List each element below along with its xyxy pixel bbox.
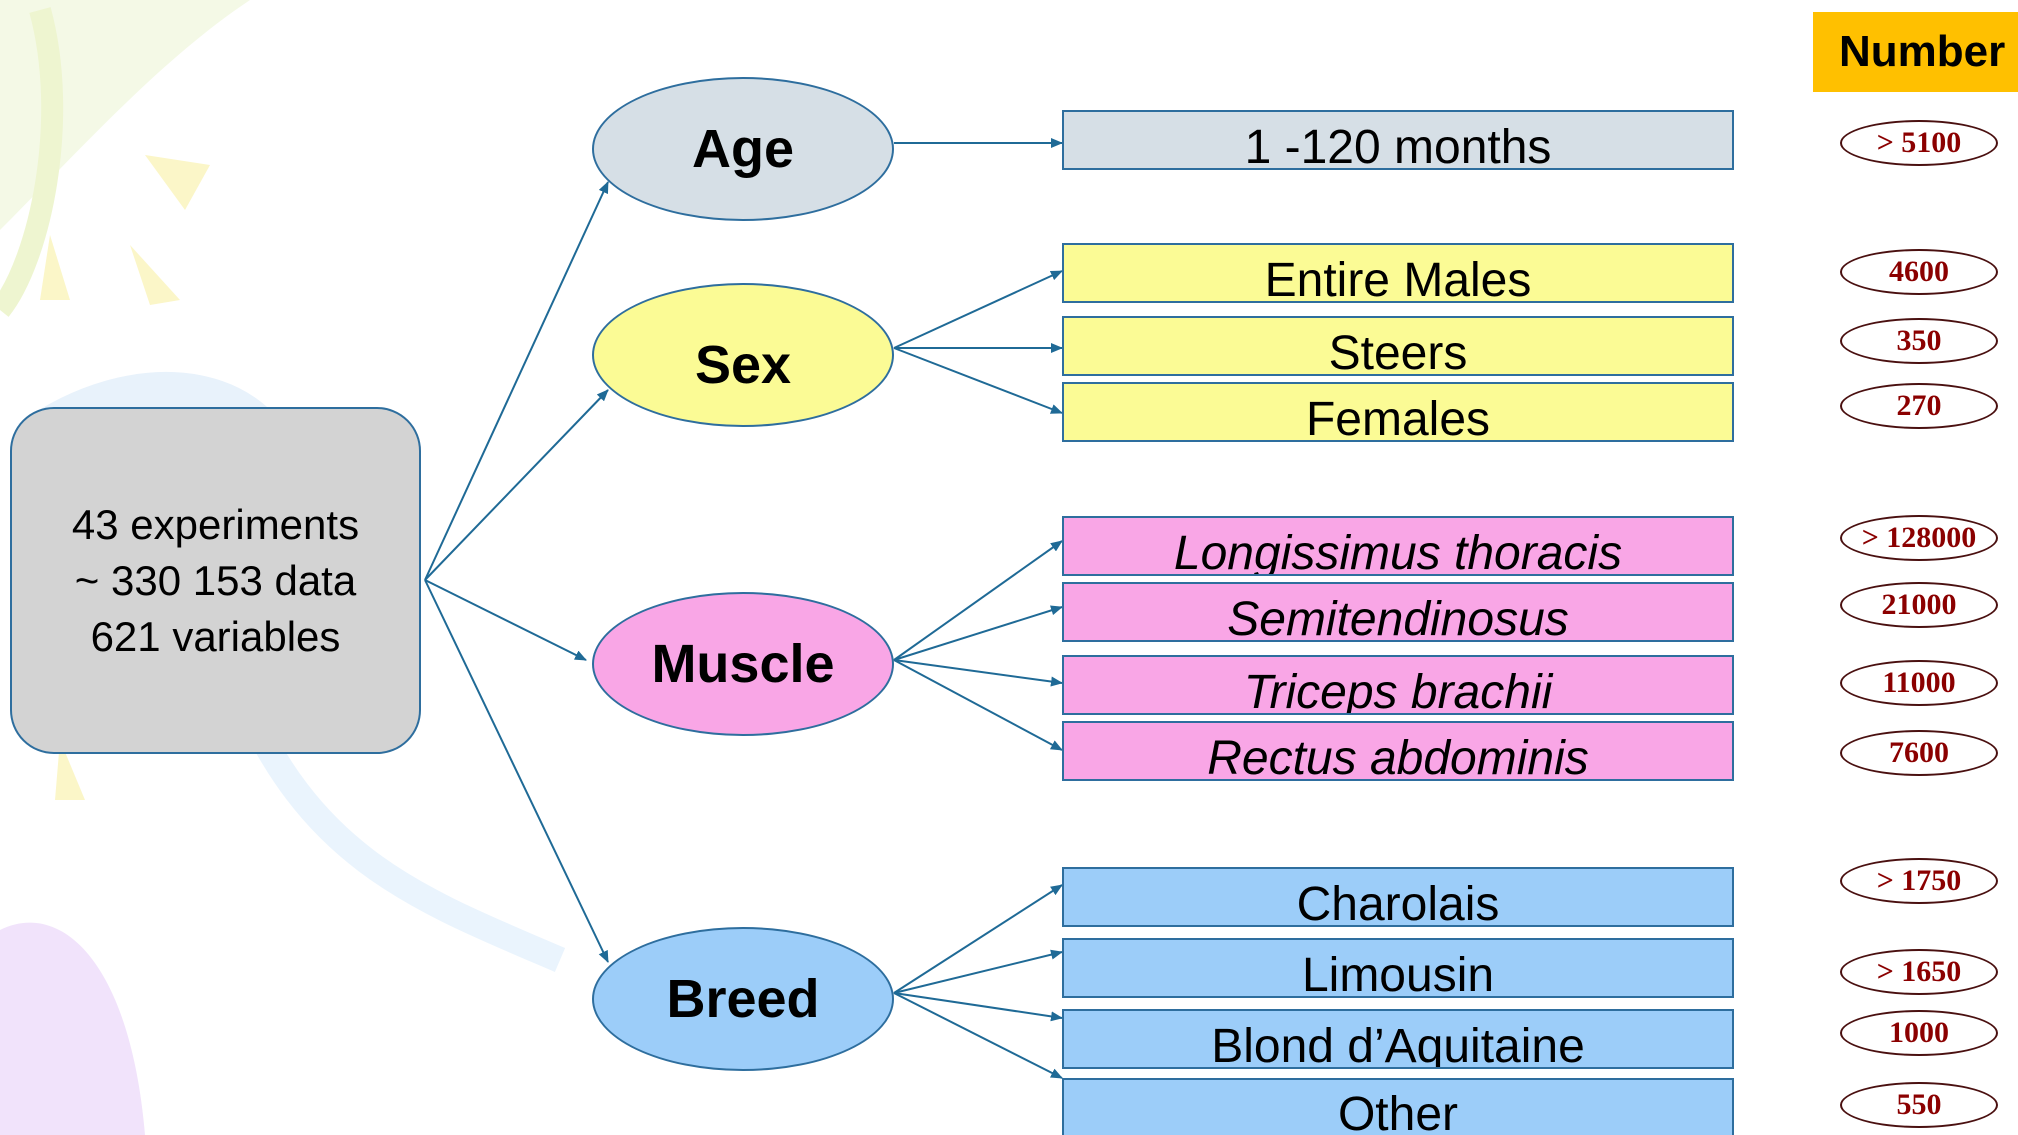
count-age: > 5100 [1840,120,1998,166]
group-age-label: Age [692,118,794,180]
group-age-node: Age [592,77,894,221]
count-steers: 350 [1840,318,1998,364]
link-sex-males [894,271,1062,348]
group-muscle-node: Muscle [592,592,894,736]
muscle-longissimus-label: Longissimus thoracis [1174,528,1622,576]
muscle-triceps-label: Triceps brachii [1244,667,1553,715]
breed-limousin-label: Limousin [1302,950,1494,998]
count-rectus: 7600 [1840,730,1998,776]
muscle-rectus-label: Rectus abdominis [1207,733,1589,781]
muscle-rectus-box: Rectus abdominis [1062,721,1734,781]
link-muscle-rectus [894,660,1062,750]
sex-entire-males-box: Entire Males [1062,243,1734,303]
count-triceps: 11000 [1840,660,1998,706]
summary-experiments: 43 experiments [72,497,359,553]
count-charolais: > 1750 [1840,858,1998,904]
sex-steers-label: Steers [1329,328,1468,376]
sex-females-label: Females [1306,394,1490,442]
group-breed-node: Breed [592,927,894,1071]
breed-charolais-label: Charolais [1297,879,1500,927]
count-entire-males: 4600 [1840,249,1998,295]
muscle-longissimus-box: Longissimus thoracis [1062,516,1734,576]
link-root-breed [425,580,608,962]
breed-blond-label: Blond d’Aquitaine [1211,1021,1585,1069]
sex-entire-males-label: Entire Males [1265,255,1532,303]
breed-charolais-box: Charolais [1062,867,1734,927]
group-muscle-label: Muscle [651,633,834,695]
count-limousin: > 1650 [1840,949,1998,995]
link-breed-limousin [894,952,1062,993]
link-muscle-longissimus [894,541,1062,660]
summary-variables: 621 variables [91,609,341,665]
group-sex-label: Sex [695,334,791,396]
breed-limousin-box: Limousin [1062,938,1734,998]
link-root-sex [425,390,608,580]
group-sex-node: Sex [592,283,894,427]
count-other: 550 [1840,1082,1998,1128]
summary-data: ~ 330 153 data [75,553,356,609]
link-root-muscle [425,580,586,660]
link-sex-females [894,348,1062,413]
count-females: 270 [1840,383,1998,429]
breed-other-label: Other [1338,1089,1458,1135]
sex-females-box: Females [1062,382,1734,442]
count-semitendinosus: 21000 [1840,582,1998,628]
sex-steers-box: Steers [1062,316,1734,376]
muscle-semitendinosus-label: Semitendinosus [1227,594,1569,642]
muscle-semitendinosus-box: Semitendinosus [1062,582,1734,642]
muscle-triceps-box: Triceps brachii [1062,655,1734,715]
count-longissimus: > 128000 [1840,515,1998,561]
count-blond: 1000 [1840,1010,1998,1056]
number-column-header: Number [1813,12,2018,92]
link-breed-charolais [894,885,1062,993]
breed-other-box: Other [1062,1078,1734,1135]
link-muscle-semitendinosus [894,607,1062,660]
age-range-box: 1 -120 months [1062,110,1734,170]
link-muscle-triceps [894,660,1062,683]
breed-blond-box: Blond d’Aquitaine [1062,1009,1734,1069]
age-range-label: 1 -120 months [1245,122,1552,170]
group-breed-label: Breed [666,968,819,1030]
dataset-summary-box: 43 experiments ~ 330 153 data 621 variab… [10,407,421,754]
link-root-age [425,182,608,580]
